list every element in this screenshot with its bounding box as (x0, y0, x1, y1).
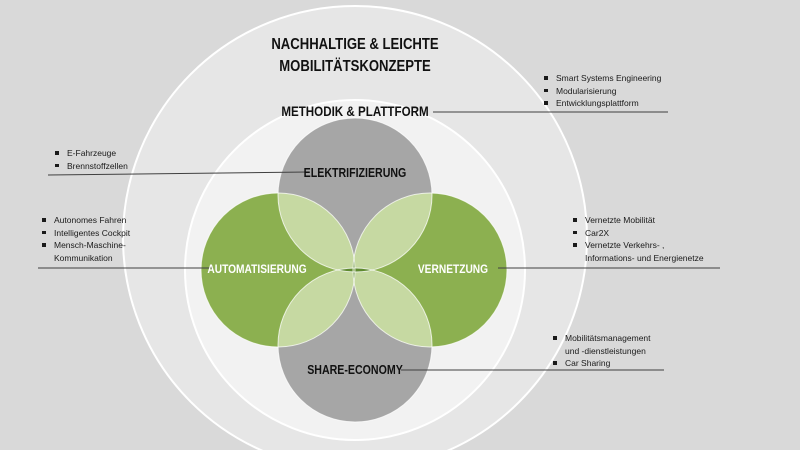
list-item: Vernetzte Mobilität (572, 214, 704, 227)
title-line-2: MOBILITÄTSKONZEPTE (279, 57, 431, 76)
overlap-top-left (278, 193, 355, 272)
notes-elektrifizierung: E-Fahrzeuge Brennstoffzellen (54, 147, 128, 172)
list-item: Entwicklungsplattform (543, 97, 661, 110)
petal-label-top: ELEKTRIFIZIERUNG (304, 166, 407, 180)
list-item: Brennstoffzellen (54, 160, 128, 173)
connector-elektrifizierung (47, 171, 309, 176)
overlap-bottom-left (278, 268, 355, 347)
petal-outlines (200, 117, 508, 423)
notes-automatisierung: Autonomes Fahren Intelligentes Cockpit M… (41, 214, 130, 264)
notes-share-economy: Mobilitätsmanagement und -dienstleistung… (552, 332, 651, 370)
list-item-continuation: Kommunikation (54, 252, 113, 263)
notes-methodik: Smart Systems Engineering Modularisierun… (543, 72, 661, 110)
list-item: Autonomes Fahren (41, 214, 130, 227)
list-item: Mensch-Maschine- (41, 239, 130, 252)
notes-vernetzung: Vernetzte Mobilität Car2X Vernetzte Verk… (572, 214, 704, 264)
list-item: Intelligentes Cockpit (41, 227, 130, 240)
list-item-continuation: Informations- und Energienetze (585, 252, 704, 263)
petal-label-bottom: SHARE-ECONOMY (307, 363, 403, 377)
list-item: Vernetzte Verkehrs- , (572, 239, 704, 252)
list-item: E-Fahrzeuge (54, 147, 128, 160)
list-item: Car2X (572, 227, 704, 240)
list-item: Mobilitätsmanagement (552, 332, 651, 345)
title-line-1: NACHHALTIGE & LEICHTE (271, 36, 439, 53)
list-item: Smart Systems Engineering (543, 72, 661, 85)
list-item: Modularisierung (543, 85, 661, 98)
ring-label: METHODIK & PLATTFORM (281, 104, 428, 119)
petal-label-right: VERNETZUNG (418, 263, 488, 276)
list-item: Car Sharing (552, 357, 651, 370)
petal-label-left: AUTOMATISIERUNG (207, 263, 306, 276)
list-item-continuation: und -dienstleistungen (565, 345, 646, 356)
connector-lines (38, 111, 720, 371)
